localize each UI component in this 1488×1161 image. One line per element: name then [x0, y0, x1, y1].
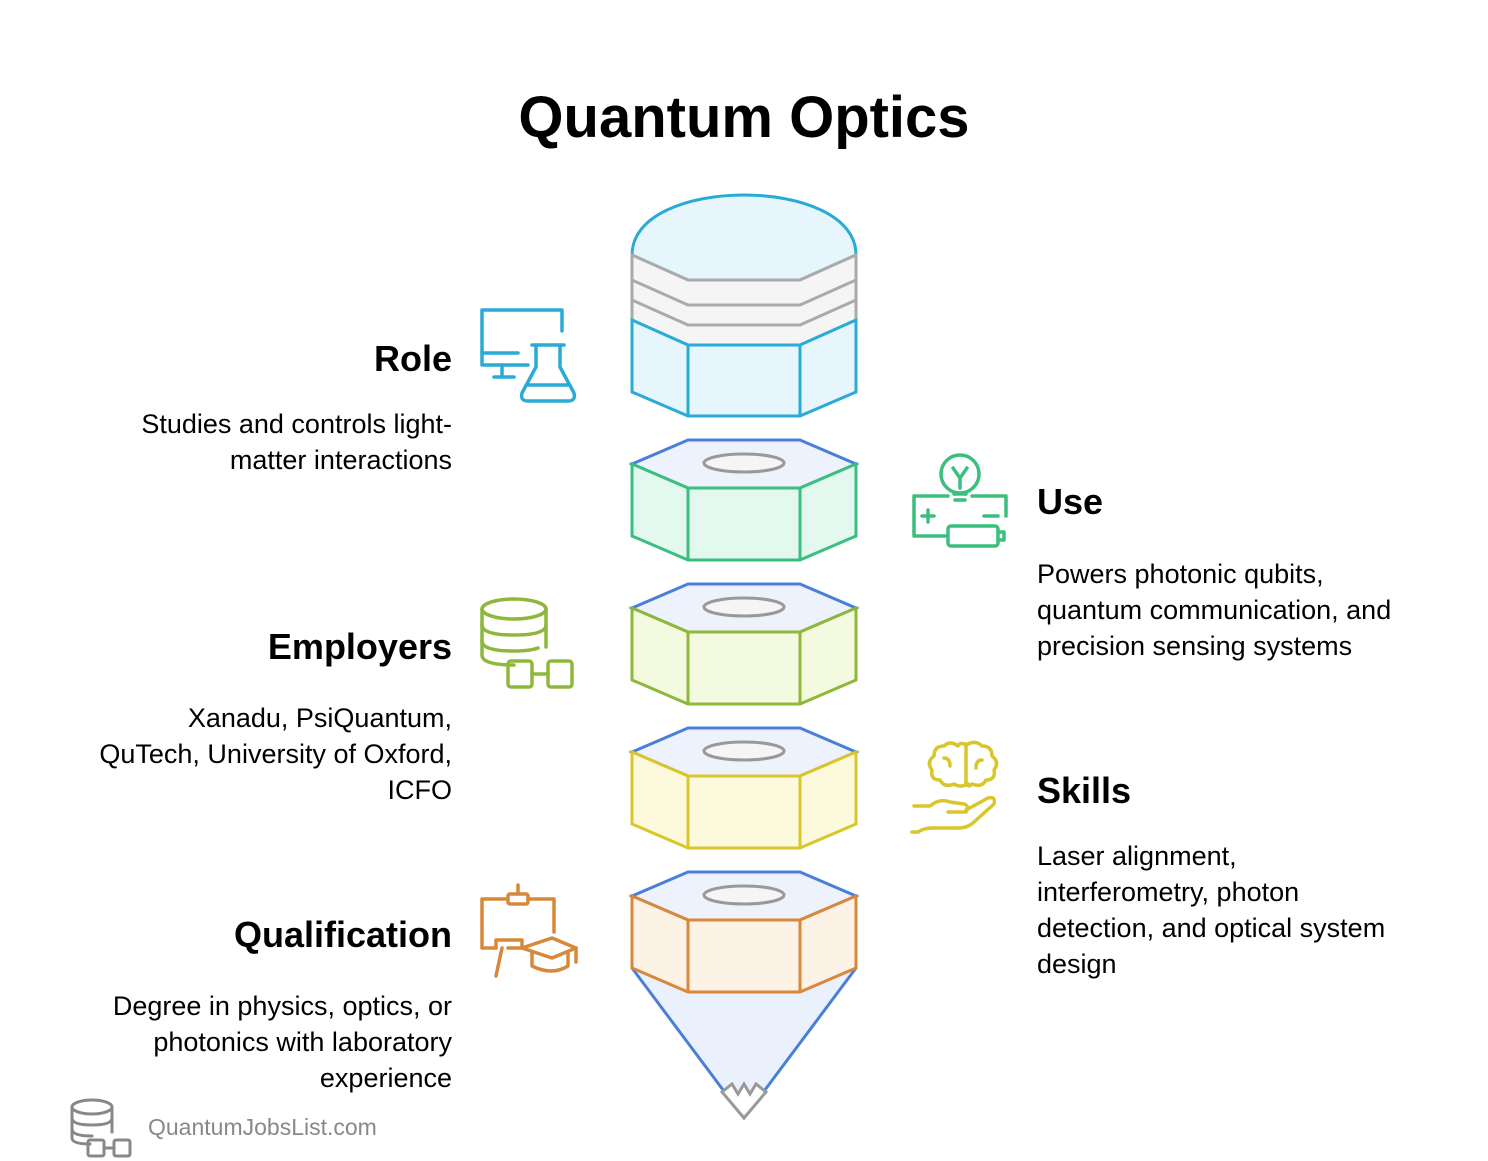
qualification-layer: [628, 870, 860, 1121]
employers-line: QuTech, University of Oxford,: [99, 739, 452, 769]
skills-heading: Skills: [1037, 770, 1132, 811]
employers-line: Xanadu, PsiQuantum,: [187, 703, 452, 733]
use-line: precision sensing systems: [1037, 631, 1353, 661]
use-layer: [628, 438, 860, 562]
database-network-icon: [480, 597, 574, 689]
employers-description: Xanadu, PsiQuantum, QuTech, University o…: [99, 700, 452, 808]
use-line: Powers photonic qubits,: [1037, 559, 1324, 589]
qualification-heading: Qualification: [233, 914, 452, 955]
skills-line: Laser alignment,: [1037, 841, 1237, 871]
role-line: Studies and controls light-: [141, 409, 452, 439]
use-description: Powers photonic qubits, quantum communic…: [1037, 556, 1391, 664]
qualification-description: Degree in physics, optics, or photonics …: [113, 988, 452, 1096]
employers-layer: [628, 582, 860, 706]
skills-description: Laser alignment, interferometry, photon …: [1037, 838, 1385, 982]
skills-layer: [628, 726, 860, 850]
page-title: Quantum Optics: [518, 85, 970, 150]
use-line: quantum communication, and: [1037, 595, 1392, 625]
role-line: matter interactions: [229, 445, 452, 475]
qualification-line: photonics with laboratory: [153, 1027, 452, 1057]
use-heading: Use: [1037, 481, 1104, 522]
role-description: Studies and controls light- matter inter…: [141, 406, 452, 478]
skills-line: interferometry, photon: [1037, 877, 1300, 907]
qualification-line: Degree in physics, optics, or: [112, 991, 452, 1021]
skills-line: detection, and optical system: [1037, 913, 1386, 943]
footer-website: QuantumJobsList.com: [148, 1114, 377, 1140]
lightbulb-battery-icon: [912, 453, 1008, 548]
role-heading: Role: [373, 338, 452, 379]
database-logo-icon: [70, 1098, 132, 1158]
qualification-line: experience: [319, 1063, 452, 1093]
brain-hand-icon: [910, 740, 999, 834]
teacher-graduation-cap-icon: [480, 883, 578, 978]
skills-line: design: [1037, 949, 1117, 979]
role-layer-dome: [630, 193, 858, 282]
employers-heading: Employers: [267, 626, 452, 667]
employers-line: ICFO: [387, 775, 453, 805]
role-layer: [630, 193, 858, 418]
monitor-flask-icon: [480, 308, 577, 403]
